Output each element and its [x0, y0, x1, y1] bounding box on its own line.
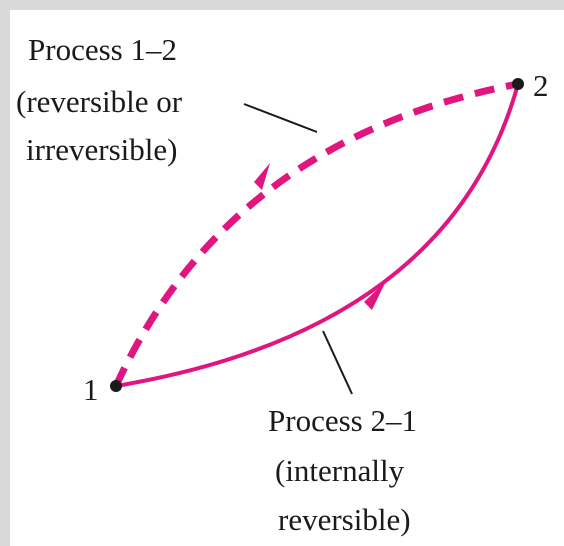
process-1-2-subtitle: (reversible or: [16, 84, 183, 119]
process-2-1-detail: reversible): [278, 502, 411, 537]
process-1-2-title: Process 1–2: [28, 32, 177, 67]
process-2-1-title: Process 2–1: [268, 403, 417, 438]
process-2-1-curve: [115, 83, 520, 388]
process-1-2-curve: [112, 80, 519, 388]
state-point-1-label: 1: [83, 372, 99, 407]
diagram-panel: [10, 10, 564, 546]
state-point-2-label: 2: [533, 68, 549, 103]
process-2-1-leader-line: [322, 330, 353, 395]
process-2-1-subtitle: (internally: [275, 453, 405, 488]
state-point-1-marker: [110, 380, 122, 392]
process-1-2-detail: irreversible): [26, 132, 177, 167]
process-2-1-arrow-icon: [364, 281, 386, 310]
state-point-2-marker: [512, 78, 524, 90]
process-1-2-leader-line: [243, 103, 318, 133]
process-1-2-arrow-icon: [254, 163, 270, 190]
